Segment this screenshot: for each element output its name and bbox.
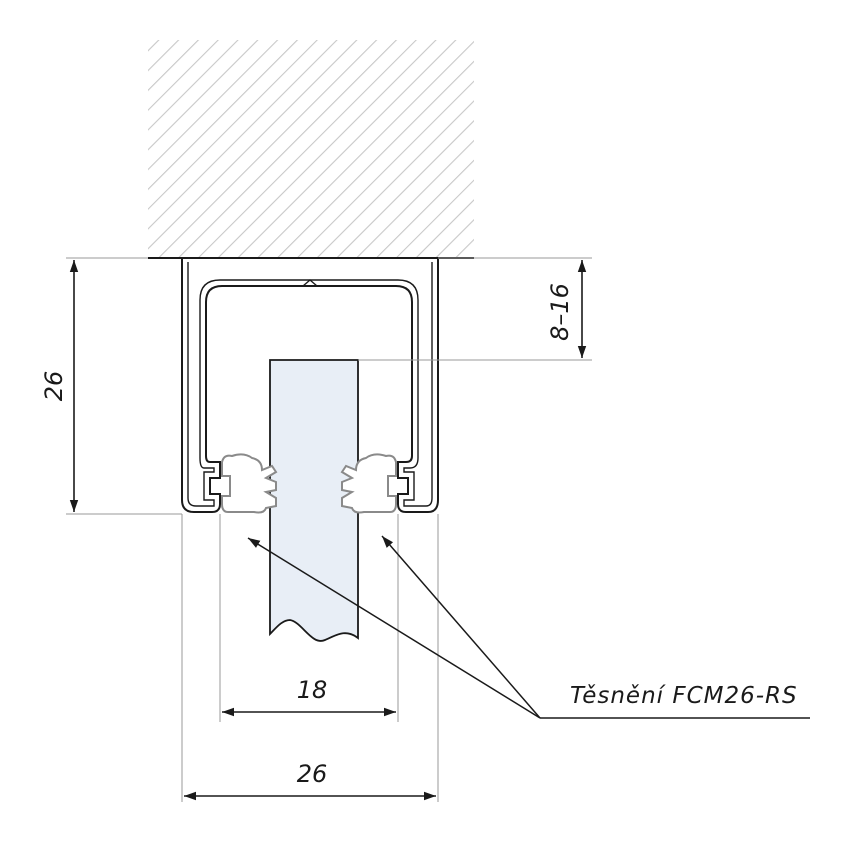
callout-label: Těsnění FCM26-RS [570, 683, 798, 709]
u-profile-outer [181, 258, 439, 513]
outer-width-dimension-label: 26 [297, 760, 328, 788]
profile-center-notch [302, 279, 318, 287]
extension-lines [66, 257, 592, 802]
right-seal [340, 453, 397, 514]
callout-leader-right [381, 535, 541, 719]
height-dimension-label: 26 [40, 371, 68, 402]
callout-leader-left [247, 537, 541, 719]
gap-dimension-label: 8–16 [546, 283, 574, 341]
wall-hatch-area [148, 40, 474, 258]
inner-width-dimension-label: 18 [297, 676, 328, 704]
left-seal [221, 453, 278, 514]
glass-panel [269, 359, 359, 642]
